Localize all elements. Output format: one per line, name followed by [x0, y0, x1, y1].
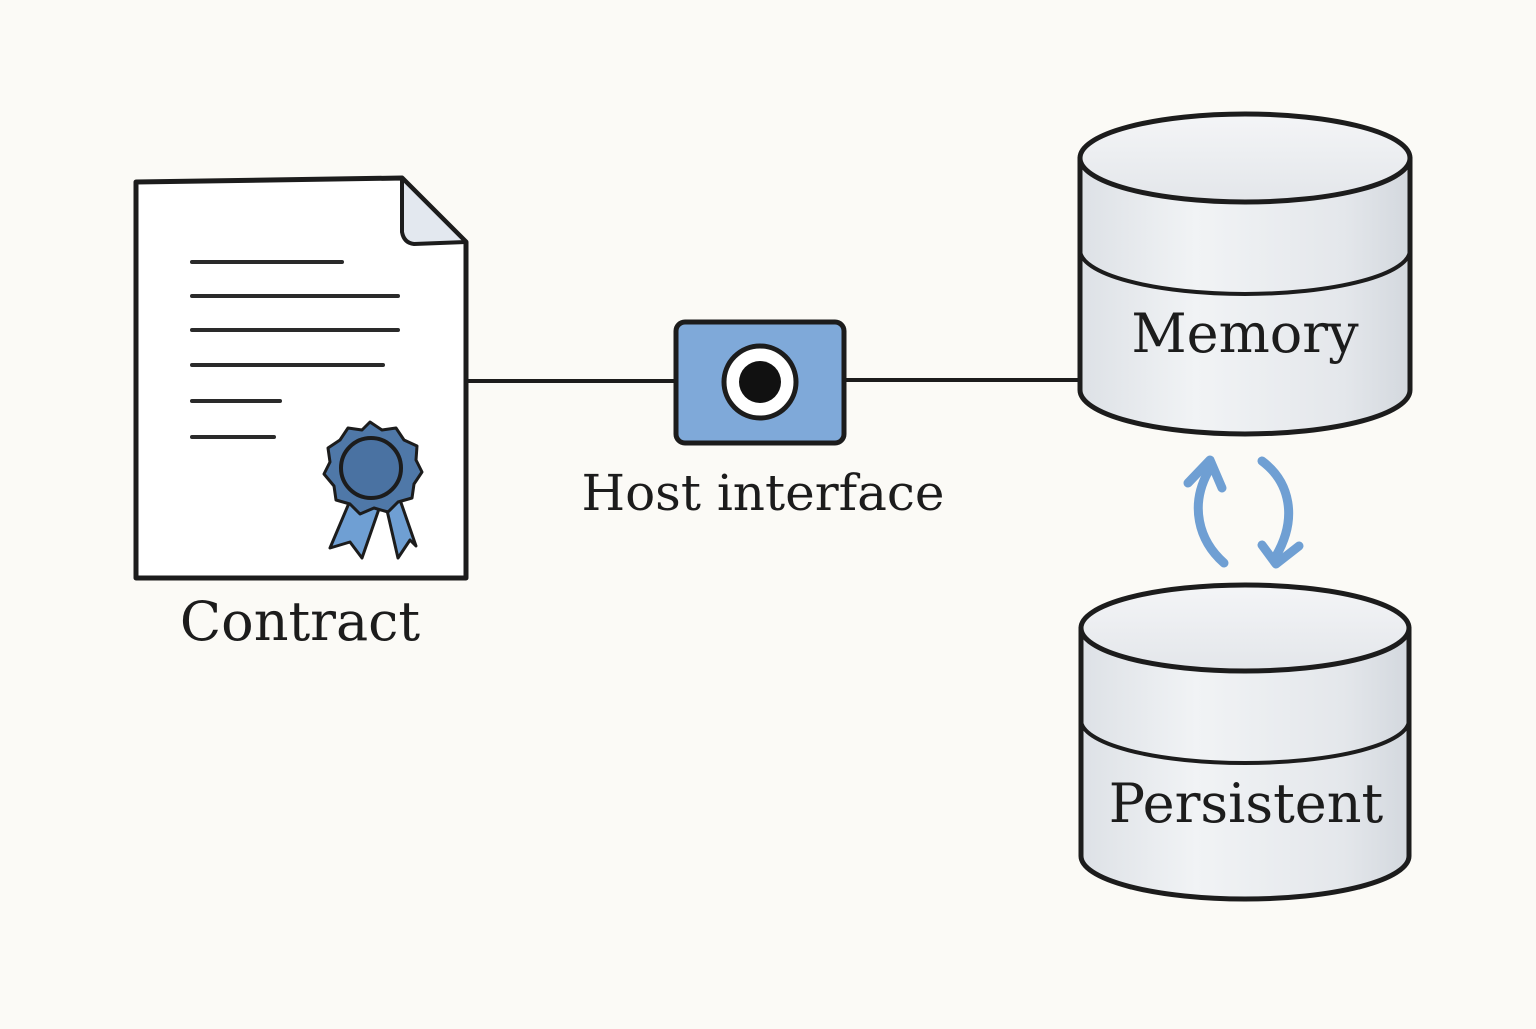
sync-arrows-icon: [1183, 455, 1304, 569]
contract-label: Contract: [180, 590, 421, 653]
host-interface-label: Host interface: [581, 464, 944, 522]
persistent-label: Persistent: [1109, 772, 1384, 835]
memory-cylinder-icon: [1077, 111, 1413, 437]
host-interface-icon: [673, 319, 847, 446]
document-text-lines: [190, 260, 400, 439]
seal-ribbon-icon: [322, 420, 424, 560]
contract-document-icon: [133, 175, 469, 581]
persistent-cylinder-icon: [1078, 582, 1412, 902]
memory-label: Memory: [1131, 302, 1359, 365]
